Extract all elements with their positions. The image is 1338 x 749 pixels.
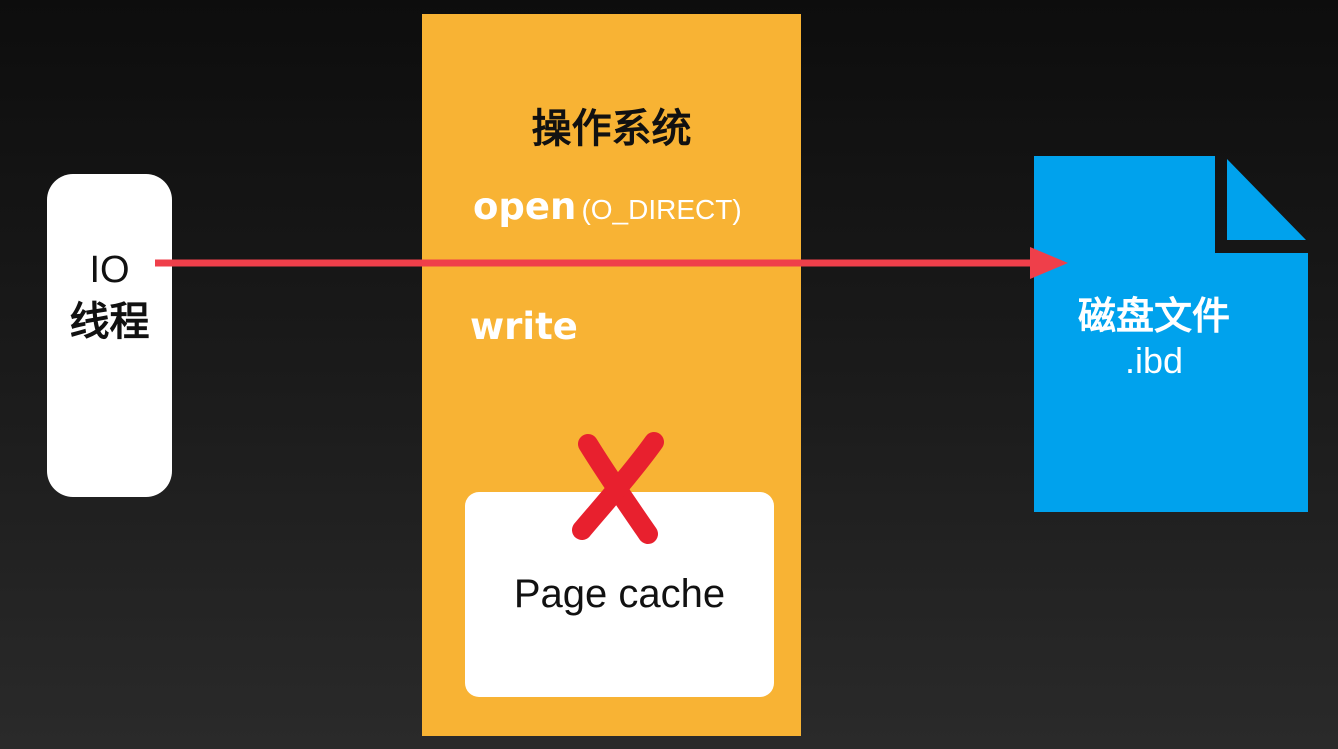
page-cache-box: Page cache	[465, 492, 774, 697]
io-thread-label-io: IO	[89, 249, 130, 291]
document-icon	[1034, 156, 1308, 512]
open-call-label: open	[473, 185, 577, 228]
cross-stroke-2	[572, 432, 664, 540]
open-call-row: open (O_DIRECT)	[473, 185, 742, 228]
file-name-label: 磁盘文件	[1077, 294, 1230, 338]
io-thread-label-thread: 线程	[69, 299, 150, 345]
io-thread-box: IO 线程	[47, 174, 172, 497]
operating-system-title: 操作系统	[531, 106, 692, 152]
page-cache-label: Page cache	[513, 572, 726, 616]
o-direct-flag: (O_DIRECT)	[581, 194, 742, 225]
file-corner-fold	[1227, 159, 1306, 240]
write-call-label: write	[470, 305, 578, 348]
cross-icon	[572, 432, 664, 544]
operating-system-panel: 操作系统 open (O_DIRECT) write Page cache	[422, 14, 801, 736]
file-body	[1034, 156, 1308, 512]
file-extension-label: .ibd	[1124, 340, 1184, 381]
